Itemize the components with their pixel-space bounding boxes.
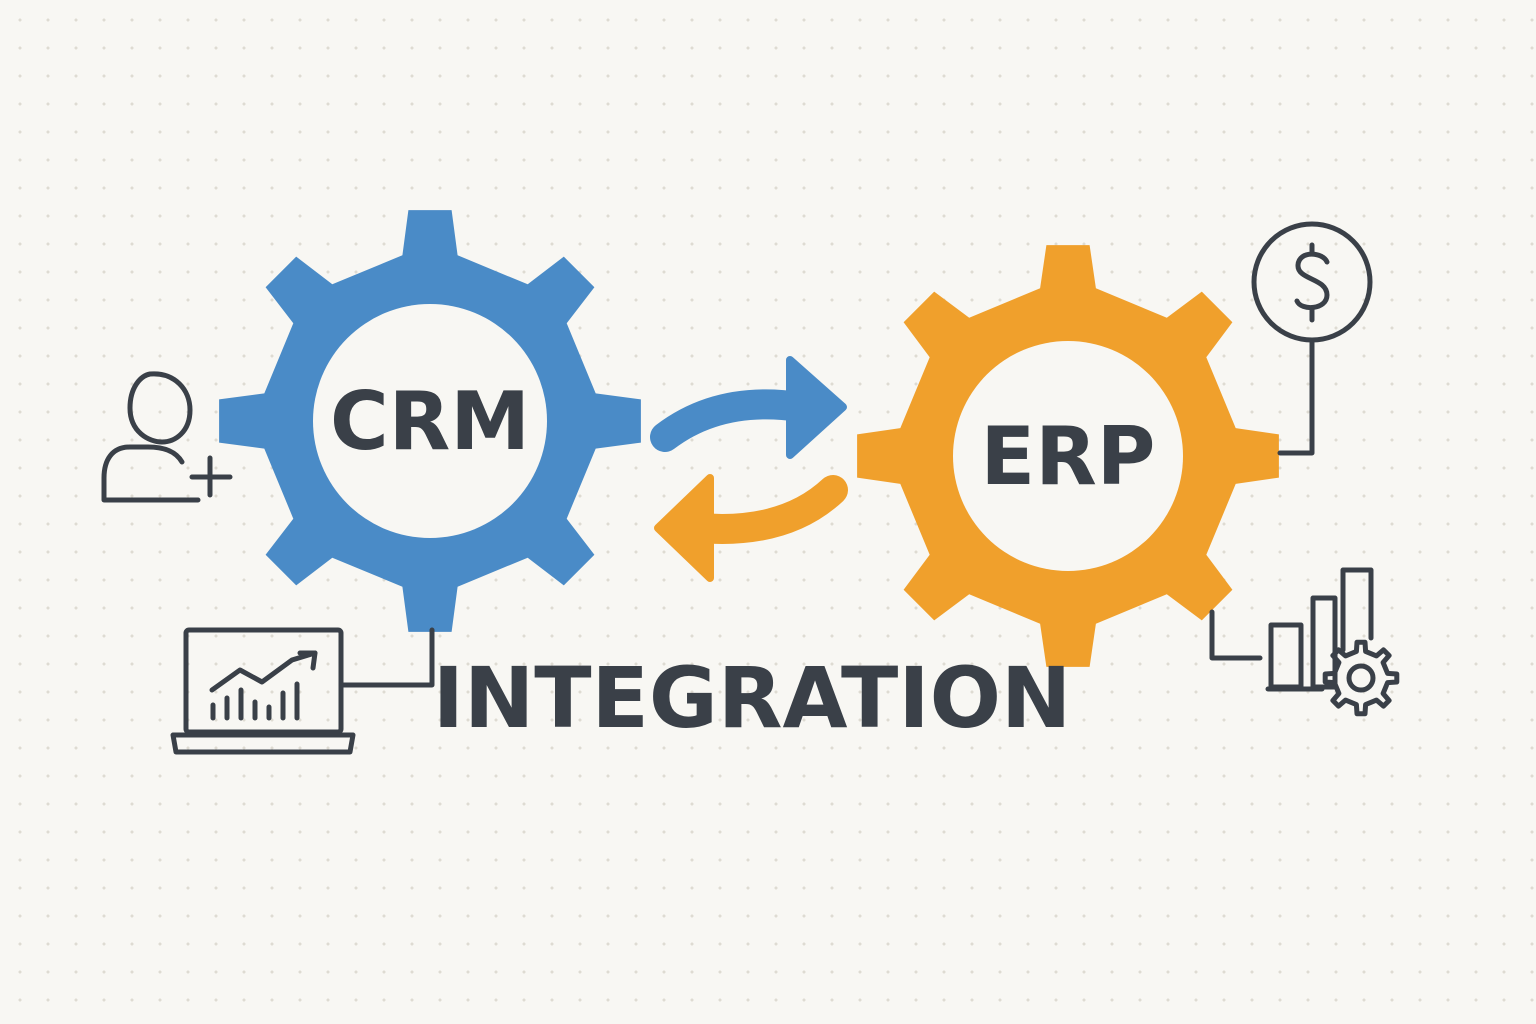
erp-to-crm-arrowhead — [654, 474, 714, 582]
erp-gear: ERP — [857, 245, 1279, 667]
crm-to-erp-arrow-shaft — [650, 389, 815, 452]
crm-to-erp-arrowhead — [786, 356, 847, 459]
dollar-coin-icon — [1251, 221, 1373, 456]
small-gear-hole — [1346, 663, 1376, 693]
erp-to-crm-arrow-shaft — [685, 475, 848, 544]
sync-arrows — [650, 356, 848, 582]
crm-label: CRM — [330, 375, 530, 468]
erp-gear-hole — [953, 341, 1183, 571]
laptop-analytics-icon — [170, 627, 435, 755]
integration-title: INTEGRATION — [433, 649, 1072, 747]
small-gear-shape — [1322, 639, 1400, 717]
crm-gear: CRM — [219, 210, 641, 632]
crm-gear-hole — [313, 304, 547, 538]
bar-chart-gear-icon — [1209, 567, 1400, 717]
add-user-icon — [101, 371, 233, 503]
erp-label: ERP — [981, 410, 1156, 503]
